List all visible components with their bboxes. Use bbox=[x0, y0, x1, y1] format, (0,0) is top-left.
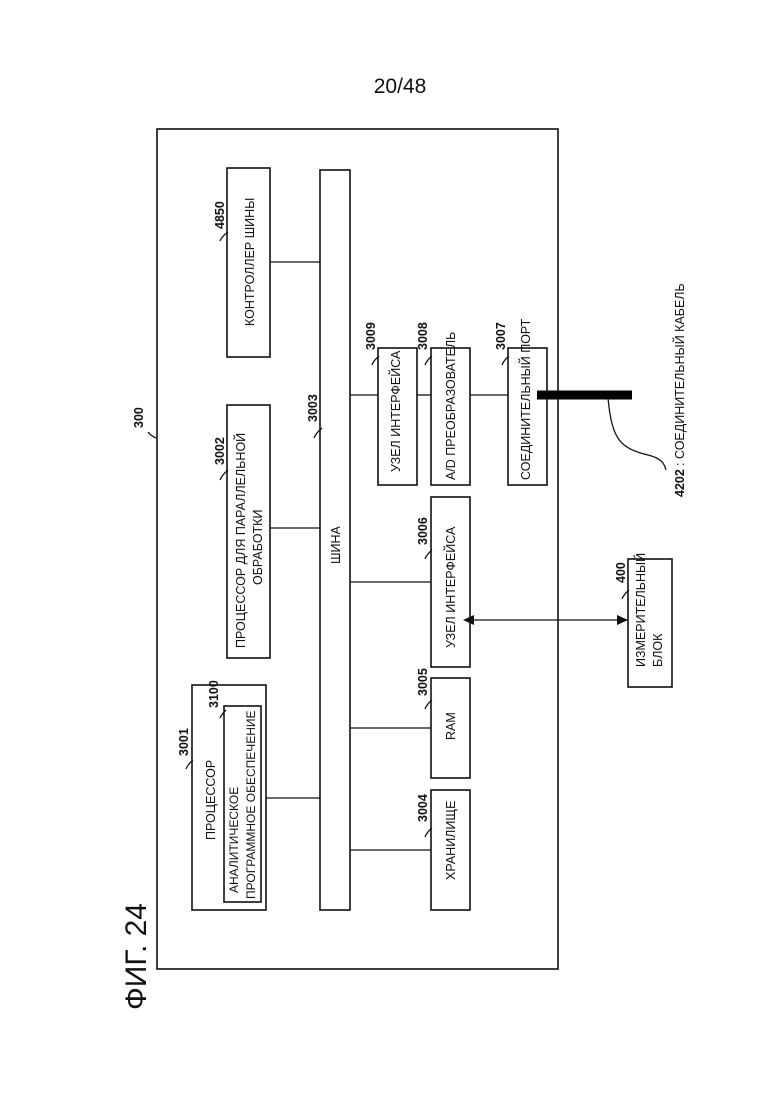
ram-label: RAM bbox=[444, 712, 458, 740]
interface-b-label: УЗЕЛ ИНТЕРФЕЙСА bbox=[388, 350, 403, 472]
interface-b-ref: 3009 bbox=[364, 322, 378, 350]
ad-converter-ref: 3008 bbox=[416, 322, 430, 350]
measurement-unit-label-line2: БЛОК bbox=[651, 633, 665, 667]
software-label-line1: АНАЛИТИЧЕСКОЕ bbox=[227, 787, 241, 893]
cable-ref: 4202 bbox=[673, 469, 687, 497]
bus-label: ШИНА bbox=[329, 525, 343, 563]
parallel-processor-label-line1: ПРОЦЕССОР ДЛЯ ПАРАЛЛЕЛЬНОЙ bbox=[233, 433, 248, 648]
parallel-processor-label-line2: ОБРАБОТКИ bbox=[251, 510, 265, 585]
ram-ref: 3005 bbox=[416, 668, 430, 696]
bus-controller-ref: 4850 bbox=[213, 201, 227, 229]
interface-a-ref: 3006 bbox=[416, 517, 430, 545]
storage-label: ХРАНИЛИЩЕ bbox=[444, 801, 458, 880]
processor-label: ПРОЦЕССОР bbox=[204, 760, 218, 840]
storage-ref: 3004 bbox=[416, 794, 430, 822]
page-number: 20/48 bbox=[374, 75, 427, 98]
bus-controller-label: КОНТРОЛЛЕР ШИНЫ bbox=[243, 198, 257, 326]
connector-port-ref: 3007 bbox=[494, 322, 508, 350]
measurement-unit-label-line1: ИЗМЕРИТЕЛЬНЫЙ bbox=[633, 553, 648, 667]
cable-label: : СОЕДИНИТЕЛЬНЫЙ КАБЕЛЬ bbox=[672, 283, 687, 466]
software-ref: 3100 bbox=[207, 680, 221, 708]
software-label-line2: ПРОГРАММНОЕ ОБЕСПЕЧЕНИЕ bbox=[244, 710, 258, 899]
cable-leader bbox=[608, 398, 666, 470]
device-ref: 300 bbox=[132, 407, 146, 428]
parallel-processor-ref: 3002 bbox=[213, 437, 227, 465]
arrowhead-right-icon bbox=[617, 615, 628, 625]
bus-ref: 3003 bbox=[306, 394, 320, 422]
ad-converter-label: A/D ПРЕОБРАЗОВАТЕЛЬ bbox=[444, 332, 458, 480]
device-leader bbox=[148, 432, 156, 438]
processor-ref: 3001 bbox=[177, 728, 191, 756]
interface-a-label: УЗЕЛ ИНТЕРФЕЙСА bbox=[443, 526, 458, 648]
connector-port-label: СОЕДИНИТЕЛЬНЫЙ ПОРТ bbox=[518, 318, 533, 480]
figure-title: ФИГ. 24 bbox=[120, 903, 153, 1010]
measurement-unit-ref: 400 bbox=[614, 562, 628, 583]
